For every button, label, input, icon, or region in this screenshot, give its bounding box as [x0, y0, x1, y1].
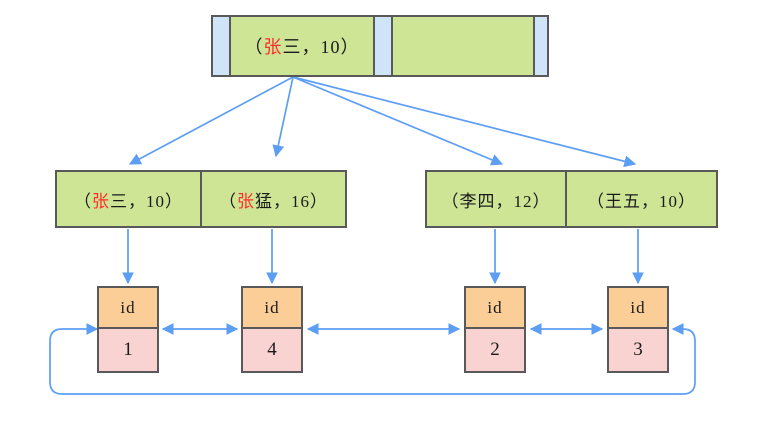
key-text: （张三，10） [74, 191, 183, 211]
leaf-key-lisi: （李四，12） [425, 170, 567, 228]
key-text: （张三，10） [244, 37, 360, 57]
arrow-root-to-zhangsan-key [128, 76, 294, 165]
leaf-node-left: （张三，10） （张猛，16） [55, 170, 347, 228]
record-box-3: id 3 [607, 286, 669, 373]
leaf-key-zhangmeng: （张猛，16） [200, 170, 347, 228]
leaf-key-zhangsan: （张三，10） [55, 170, 202, 228]
record-value: 1 [97, 327, 159, 373]
root-pointer-middle [373, 15, 393, 77]
root-pointer-right [533, 15, 549, 77]
highlighted-char: 张 [263, 37, 283, 57]
record-box-1: id 1 [97, 286, 159, 373]
record-header: id [607, 286, 669, 329]
circular-link-record3-record1 [49, 323, 696, 395]
root-node: （张三，10） [211, 15, 549, 77]
leaf-key-wangwu: （王五，10） [565, 170, 718, 228]
record-header: id [241, 286, 303, 329]
leaf-node-right: （李四，12） （王五，10） [425, 170, 718, 228]
record-value: 4 [241, 327, 303, 373]
key-text: （李四，12） [441, 191, 551, 211]
key-text: （张猛，16） [219, 191, 328, 211]
root-key-empty [391, 15, 535, 77]
arrow-root-to-wangwu-key [292, 76, 637, 168]
root-key-zhangsan: （张三，10） [229, 15, 375, 77]
highlighted-char: 张 [92, 191, 110, 211]
record-header: id [464, 286, 526, 329]
record-header: id [97, 286, 159, 329]
record-value: 3 [607, 327, 669, 373]
root-pointer-left [211, 15, 231, 77]
record-box-4: id 4 [241, 286, 303, 373]
record-box-2: id 2 [464, 286, 526, 373]
arrow-root-to-zhangmeng-key [272, 76, 294, 158]
key-text: （王五，10） [587, 191, 696, 211]
record-value: 2 [464, 327, 526, 373]
arrow-root-to-lisi-key [292, 76, 504, 166]
highlighted-char: 张 [237, 191, 255, 211]
